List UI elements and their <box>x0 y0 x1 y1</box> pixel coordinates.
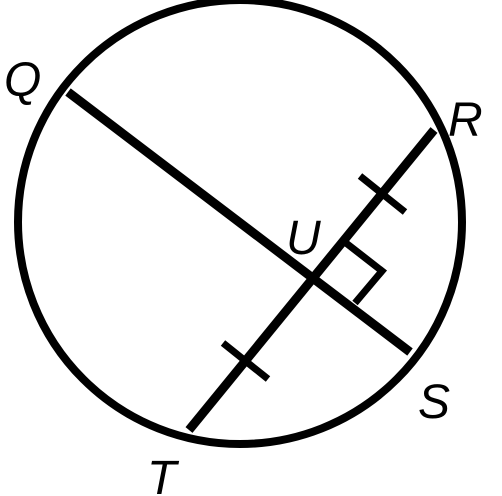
circle <box>14 0 466 448</box>
chord-rt <box>185 127 438 433</box>
tick-mark-upper <box>357 173 408 215</box>
tick-mark-lower <box>220 340 271 382</box>
label-s: S <box>418 376 450 429</box>
label-t: T <box>147 452 180 496</box>
label-q: Q <box>4 54 41 107</box>
right-angle-marker <box>343 240 388 306</box>
label-u: U <box>286 212 321 265</box>
chord-qs <box>65 88 413 356</box>
label-r: R <box>448 94 483 147</box>
